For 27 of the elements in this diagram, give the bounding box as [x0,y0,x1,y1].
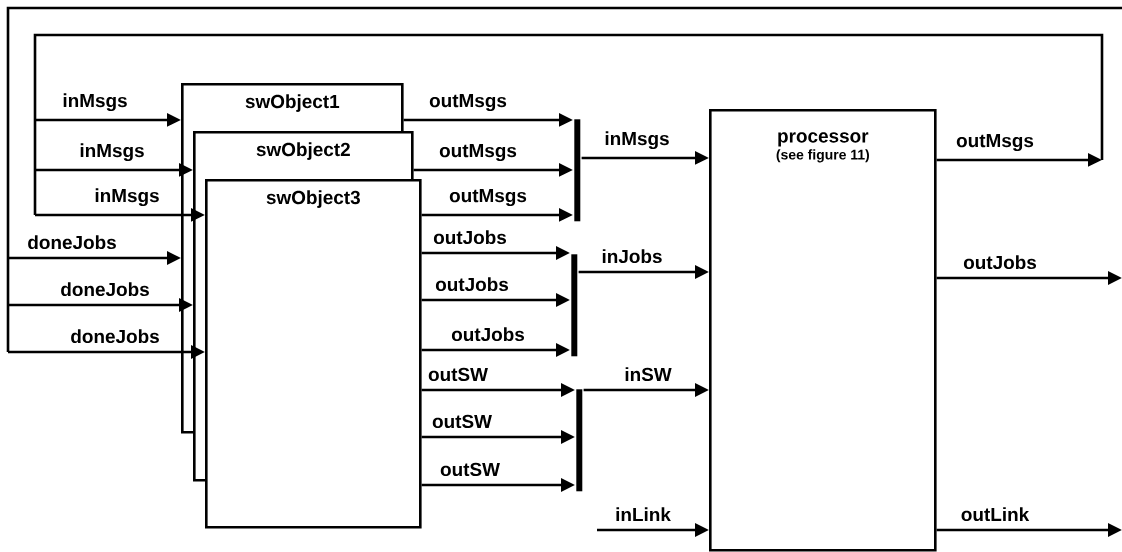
edge-label: outSW [431,414,493,429]
edge-label: outJobs [962,254,1038,270]
edge-label: outMsgs [428,93,508,112]
object-box: swObject3 [205,179,422,529]
edge-label: outSW [427,367,489,382]
edge-label: inMsgs [93,187,161,207]
junction-bar [576,389,583,492]
edge-label: outLink [960,506,1030,522]
edge-label: doneJobs [26,234,118,250]
edge-label: inJobs [600,248,664,264]
processor-box: processor (see figure 11) [709,109,937,552]
edge-label: inMsgs [603,130,671,150]
edge-label: inMsgs [61,92,129,112]
junction-bar [571,254,578,357]
junction-bar [574,119,581,222]
edge-label: outMsgs [438,143,518,162]
edge-label: outJobs [434,276,510,292]
edge-label: inMsgs [78,142,146,162]
edge-label: doneJobs [59,281,151,297]
edge-label: outSW [439,462,501,477]
edge-label: outJobs [450,326,526,342]
edge-label: doneJobs [69,328,161,344]
edge-label: outMsgs [955,133,1035,152]
edge-label: inSW [623,366,673,382]
edge-label: outJobs [432,229,508,245]
edge-label: inLink [614,506,672,522]
edge-label: outMsgs [448,188,528,207]
